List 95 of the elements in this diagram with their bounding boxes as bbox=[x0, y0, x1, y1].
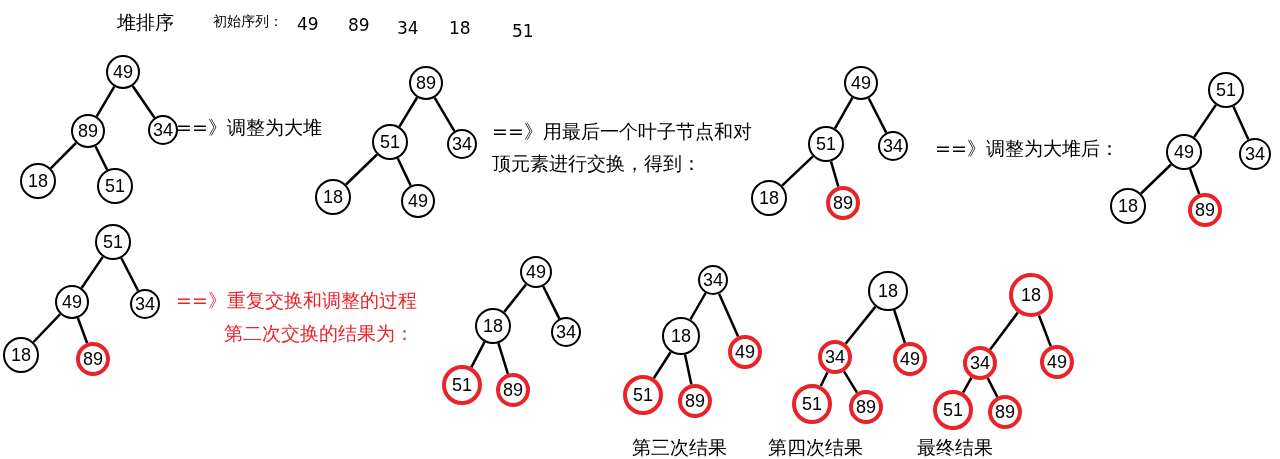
number-circle: 18 bbox=[1009, 273, 1053, 317]
sequence-label: 初始序列： bbox=[213, 14, 283, 28]
tree-edge bbox=[94, 145, 109, 171]
number-circle: 34 bbox=[878, 131, 908, 161]
number-circle: 51 bbox=[372, 124, 408, 160]
tree-edge bbox=[95, 85, 116, 118]
tree-edge bbox=[717, 293, 740, 337]
number-circle: 51 bbox=[1208, 72, 1244, 108]
tree-edge bbox=[893, 309, 906, 344]
tree-edge bbox=[1140, 163, 1172, 195]
number-circle: 34 bbox=[551, 317, 581, 347]
number-circle: 18 bbox=[751, 180, 787, 216]
tree-edge bbox=[689, 292, 707, 321]
tree-edge bbox=[470, 341, 486, 368]
number-circle: 51 bbox=[623, 375, 663, 415]
tree-edge bbox=[503, 283, 527, 313]
number-circle: 89 bbox=[76, 342, 110, 376]
number-circle: 89 bbox=[496, 373, 530, 407]
tree-edge bbox=[652, 351, 672, 379]
number-circle: 18 bbox=[1110, 188, 1146, 224]
note-text: ==》调整为大堆后： bbox=[935, 138, 1119, 158]
number-circle: 18 bbox=[315, 179, 351, 215]
note-text: ==》重复交换和调整的过程 bbox=[176, 290, 417, 310]
title: 堆排序 bbox=[117, 12, 174, 32]
number-circle: 89 bbox=[409, 66, 443, 100]
tree-edge bbox=[781, 155, 814, 187]
number-circle: 49 bbox=[1166, 134, 1202, 170]
sequence-number: 89 bbox=[348, 16, 370, 34]
tree-edge bbox=[49, 142, 77, 170]
number-circle: 49 bbox=[1040, 345, 1074, 379]
tree-edge bbox=[32, 313, 62, 343]
number-circle: 18 bbox=[868, 271, 908, 311]
number-circle: 49 bbox=[106, 55, 140, 89]
number-circle: 49 bbox=[55, 285, 89, 319]
number-circle: 18 bbox=[662, 317, 700, 355]
number-circle: 51 bbox=[95, 224, 131, 260]
tree-edge bbox=[542, 285, 561, 320]
tree-edge bbox=[398, 96, 419, 128]
number-circle: 51 bbox=[808, 126, 844, 162]
note-text: ==》调整为大堆 bbox=[176, 117, 322, 137]
tree-edge bbox=[842, 370, 859, 394]
caption: 第四次结果 bbox=[768, 437, 863, 457]
tree-edge bbox=[497, 342, 510, 375]
tree-edge bbox=[683, 354, 693, 385]
number-circle: 51 bbox=[442, 365, 482, 405]
number-circle: 89 bbox=[678, 384, 712, 418]
tree-edge bbox=[989, 311, 1019, 351]
number-circle: 51 bbox=[97, 168, 133, 204]
number-circle: 34 bbox=[1239, 138, 1271, 170]
tree-edge bbox=[80, 256, 104, 289]
tree-edge bbox=[76, 317, 89, 344]
number-circle: 89 bbox=[849, 390, 883, 424]
number-circle: 49 bbox=[893, 342, 927, 376]
number-circle: 89 bbox=[71, 114, 105, 148]
note-text: 第二次交换的结果为： bbox=[224, 323, 414, 343]
sequence-number: 18 bbox=[449, 19, 471, 37]
caption: 最终结果 bbox=[917, 437, 993, 457]
tree-edge bbox=[833, 97, 854, 129]
number-circle: 89 bbox=[988, 395, 1022, 429]
number-circle: 49 bbox=[401, 184, 435, 218]
tree-edge bbox=[120, 257, 140, 292]
tree-edge bbox=[1188, 168, 1201, 195]
number-circle: 18 bbox=[20, 163, 56, 199]
caption: 第三次结果 bbox=[632, 437, 727, 457]
tree-edge bbox=[867, 97, 888, 134]
sequence-number: 51 bbox=[512, 22, 534, 40]
number-circle: 89 bbox=[1188, 193, 1222, 227]
number-circle: 34 bbox=[148, 115, 178, 145]
number-circle: 51 bbox=[933, 390, 973, 430]
tree-edge bbox=[1232, 105, 1250, 140]
number-circle: 49 bbox=[520, 256, 552, 288]
tree-edge bbox=[396, 157, 412, 187]
number-circle: 18 bbox=[475, 308, 511, 344]
tree-edge bbox=[345, 153, 378, 186]
number-circle: 49 bbox=[728, 335, 762, 369]
tree-edge bbox=[844, 305, 877, 345]
number-circle: 89 bbox=[826, 186, 860, 220]
number-circle: 34 bbox=[818, 340, 852, 374]
number-circle: 34 bbox=[447, 129, 477, 159]
number-circle: 34 bbox=[698, 265, 728, 295]
number-circle: 51 bbox=[792, 384, 832, 424]
tree-edge bbox=[433, 96, 456, 132]
number-circle: 34 bbox=[130, 289, 160, 319]
sequence-number: 34 bbox=[397, 19, 419, 37]
tree-edge bbox=[829, 160, 840, 188]
tree-edge bbox=[1193, 104, 1217, 138]
number-circle: 49 bbox=[844, 66, 878, 100]
tree-edge bbox=[986, 377, 999, 398]
tree-edge bbox=[961, 377, 973, 394]
number-circle: 34 bbox=[963, 346, 997, 380]
note-text: ==》用最后一个叶子节点和对顶元素进行交换，得到： bbox=[492, 119, 753, 176]
number-circle: 18 bbox=[3, 337, 39, 373]
sequence-number: 49 bbox=[297, 15, 319, 33]
tree-edge bbox=[131, 85, 156, 119]
tree-edge bbox=[1037, 315, 1052, 347]
